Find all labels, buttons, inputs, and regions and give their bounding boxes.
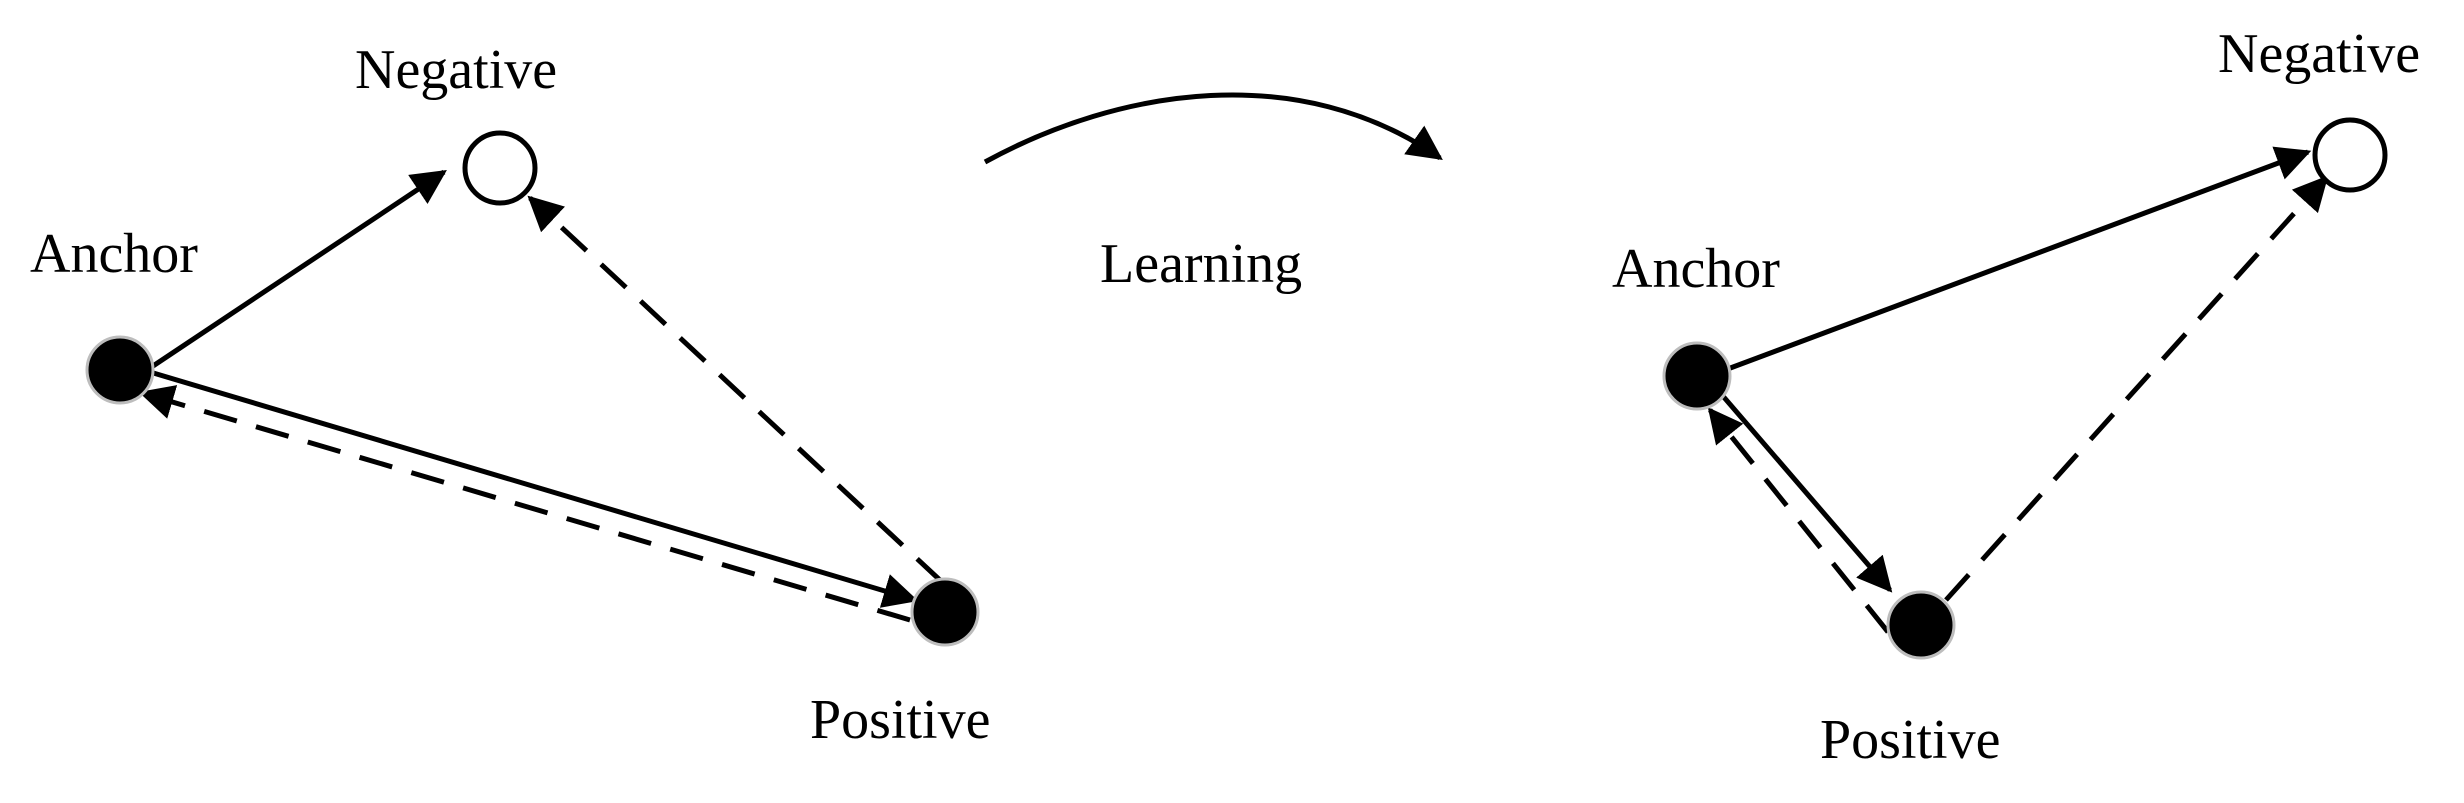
- before-positive-to-negative-dashed-arrow: [527, 195, 944, 584]
- learning-curved-arrow: [983, 92, 1443, 165]
- after-anchor-to-positive-solid-arrow: [1720, 393, 1893, 593]
- before-negative-label: Negative: [355, 39, 557, 101]
- after-positive-node: [1886, 590, 1956, 660]
- learning-transition: Learning: [983, 92, 1443, 295]
- before-anchor-node: [85, 335, 155, 405]
- after-negative-node: [2312, 117, 2388, 193]
- before-positive-to-anchor-dashed-arrow: [138, 385, 911, 623]
- learning-label: Learning: [1100, 233, 1302, 295]
- before-negative-node: [462, 130, 538, 206]
- before-panel: Anchor Negative Positive: [30, 39, 990, 751]
- before-anchor-label: Anchor: [30, 223, 198, 285]
- after-anchor-to-negative-solid-arrow: [1724, 146, 2312, 373]
- after-anchor-label: Anchor: [1612, 238, 1780, 300]
- after-panel: Anchor Negative Positive: [1612, 23, 2420, 771]
- before-anchor-to-positive-solid-arrow: [149, 369, 919, 608]
- after-positive-to-anchor-dashed-arrow: [1707, 407, 1890, 634]
- before-anchor-to-negative-solid-arrow: [148, 169, 447, 371]
- after-negative-label: Negative: [2218, 23, 2420, 85]
- before-positive-node: [910, 577, 980, 647]
- before-positive-label: Positive: [810, 689, 990, 751]
- after-positive-label: Positive: [1820, 709, 2000, 771]
- after-positive-to-negative-dashed-arrow: [1944, 175, 2329, 602]
- after-anchor-node: [1662, 341, 1732, 411]
